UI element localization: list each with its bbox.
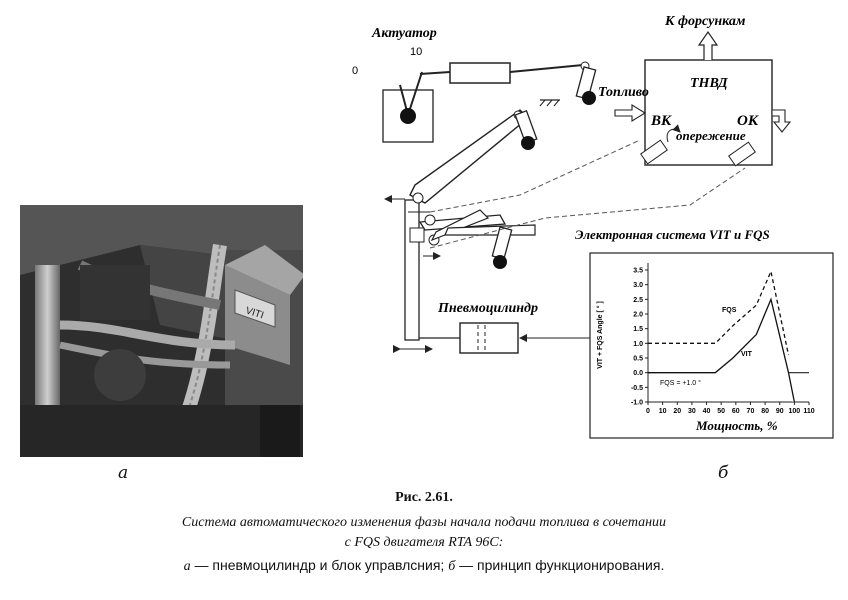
- series-line-vit: [648, 297, 796, 403]
- x-axis-label: Мощность, %: [695, 418, 778, 433]
- caption-key-b: б: [448, 559, 456, 574]
- y-tick-label: 2.5: [633, 297, 643, 304]
- y-tick-label: 1.5: [633, 326, 643, 333]
- vit-fqs-chart: 3.5 3.0 2.5 2.0 1.5 1.0 0.5 0.0 -0.5 -1.0 0 10 20 30…: [596, 263, 815, 433]
- y-axis-label: VIT + FQS Angle [ ° ]: [596, 301, 604, 369]
- linkage-top: [419, 61, 597, 105]
- vit-plate: VITI: [234, 289, 276, 328]
- actuator-box: [382, 71, 434, 143]
- y-tick-label: 0.0: [633, 370, 643, 377]
- schematic-diagram: Актуатор 0 10: [352, 14, 834, 439]
- electronic-system-label: Электронная система VIT и FQS: [575, 227, 770, 242]
- dashed-link-2: [429, 167, 746, 249]
- series-line-fqs: [648, 269, 790, 356]
- lever-arms: [404, 99, 560, 341]
- figure-number: Рис. 2.61.: [395, 490, 453, 505]
- figure-caption-line2: с FQS двигателя RTA 96C:: [344, 535, 504, 550]
- pneumocylinder-label: Пневмоцилиндр: [437, 301, 538, 316]
- ok-label: ОК: [737, 113, 759, 129]
- series-label-vit: VIT: [741, 351, 753, 358]
- x-tick-label: 30: [688, 408, 696, 415]
- y-tick-label: 3.5: [633, 268, 643, 275]
- caption-text-b: — принцип функционирования.: [455, 557, 665, 573]
- figure-caption-line3: а — пневмоцилиндр и блок управлсния; б —…: [0, 557, 848, 575]
- series-label-fqs: FQS: [722, 307, 737, 314]
- drain-arrow-icon: [771, 109, 792, 133]
- y-tick-label: 2.0: [633, 312, 643, 319]
- advance-label: опережение: [676, 128, 746, 143]
- y-tick-label: 0.5: [633, 356, 643, 363]
- photo-panel: VITI: [20, 205, 303, 457]
- x-tick-label: 100: [789, 408, 801, 415]
- tnvd-label: ТНВД: [690, 76, 728, 91]
- fuel-label: Топливо: [598, 85, 649, 100]
- chart-frame: [589, 252, 834, 439]
- x-tick-label: 10: [659, 408, 667, 415]
- x-tick-label: 20: [673, 408, 681, 415]
- to-injectors-arrow-icon: [697, 30, 719, 60]
- pneumocylinder: [419, 322, 519, 354]
- actuator-pos-0: 0: [352, 65, 358, 77]
- panel-label-a: а: [118, 463, 129, 483]
- caption-text-a: — пневмоцилиндр и блок управлсния;: [190, 557, 449, 573]
- fuel-arrow-icon: [614, 104, 647, 122]
- svg-text:VITI: VITI: [244, 305, 265, 321]
- dashed-link-1: [429, 139, 641, 213]
- fqs-annotation: FQS = +1.0 °: [660, 379, 701, 387]
- equipment-photo: VITI: [20, 205, 303, 457]
- x-tick-label: 90: [776, 408, 784, 415]
- x-tick-label: 0: [646, 408, 650, 415]
- x-tick-label: 110: [803, 408, 814, 415]
- x-tick-label: 70: [747, 408, 755, 415]
- x-tick-label: 80: [761, 408, 769, 415]
- y-tick-label: 3.0: [633, 282, 643, 289]
- actuator-label: Актуатор: [371, 26, 437, 41]
- to-injectors-label: К форсункам: [664, 14, 746, 29]
- y-tick-label: 1.0: [633, 341, 643, 348]
- x-tick-label: 40: [703, 408, 711, 415]
- actuator-pos-10: 10: [410, 46, 422, 58]
- y-tick-label: -1.0: [631, 400, 643, 407]
- x-tick-label: 50: [717, 408, 725, 415]
- figure-caption-line1: Система автоматического изменения фазы н…: [181, 515, 667, 530]
- y-tick-label: -0.5: [631, 385, 643, 392]
- panel-label-b: б: [718, 463, 729, 483]
- series-area-vit: [648, 299, 795, 402]
- x-tick-label: 60: [732, 408, 740, 415]
- caption-key-a: а: [183, 559, 191, 574]
- tnvd-block: ТНВД ВК ОК опережение: [640, 59, 773, 167]
- vk-label: ВК: [650, 113, 672, 129]
